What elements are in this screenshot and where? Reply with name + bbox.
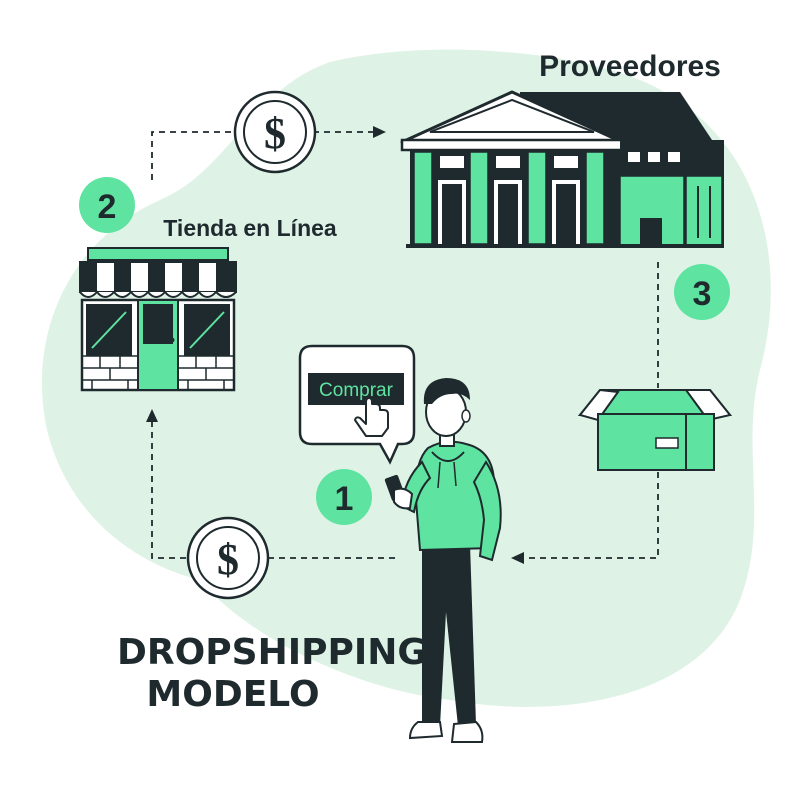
arrow-box-to-customer	[520, 472, 659, 559]
coin-bottom-symbol: $	[217, 535, 239, 584]
coin-top: $	[233, 90, 317, 174]
online-store-icon	[79, 247, 237, 392]
arrow-customer-to-store	[151, 420, 395, 559]
arrow-store-to-suppliers	[151, 131, 375, 180]
arrowhead-left	[511, 552, 524, 564]
title-line-1: DROPSHIPPING	[117, 632, 427, 673]
store-label: Tienda en Línea	[163, 215, 337, 241]
hand-cursor-icon	[354, 397, 389, 437]
arrowhead-up	[146, 409, 158, 422]
flow-arrows	[151, 131, 659, 559]
buy-button[interactable]: Comprar	[308, 373, 404, 405]
arrowhead-right	[373, 126, 386, 138]
title-line-2: MODELO	[146, 674, 319, 715]
coin-top-symbol: $	[264, 109, 286, 158]
arrow-heads	[146, 126, 524, 564]
step-1-number: 1	[335, 480, 354, 518]
customer-person-icon	[384, 378, 502, 743]
step-badge-1: 1	[316, 469, 372, 525]
speech-bubble: Comprar	[298, 344, 416, 465]
step-2-number: 2	[98, 188, 117, 226]
step-badge-3: 3	[674, 264, 730, 320]
step-badge-2: 2	[79, 177, 135, 233]
supplier-building-icon	[400, 90, 724, 248]
buy-button-label: Comprar	[319, 380, 394, 401]
suppliers-label: Proveedores	[539, 50, 721, 83]
coin-bottom: $	[186, 516, 270, 600]
step-3-number: 3	[693, 275, 712, 313]
package-box-icon	[577, 388, 733, 471]
